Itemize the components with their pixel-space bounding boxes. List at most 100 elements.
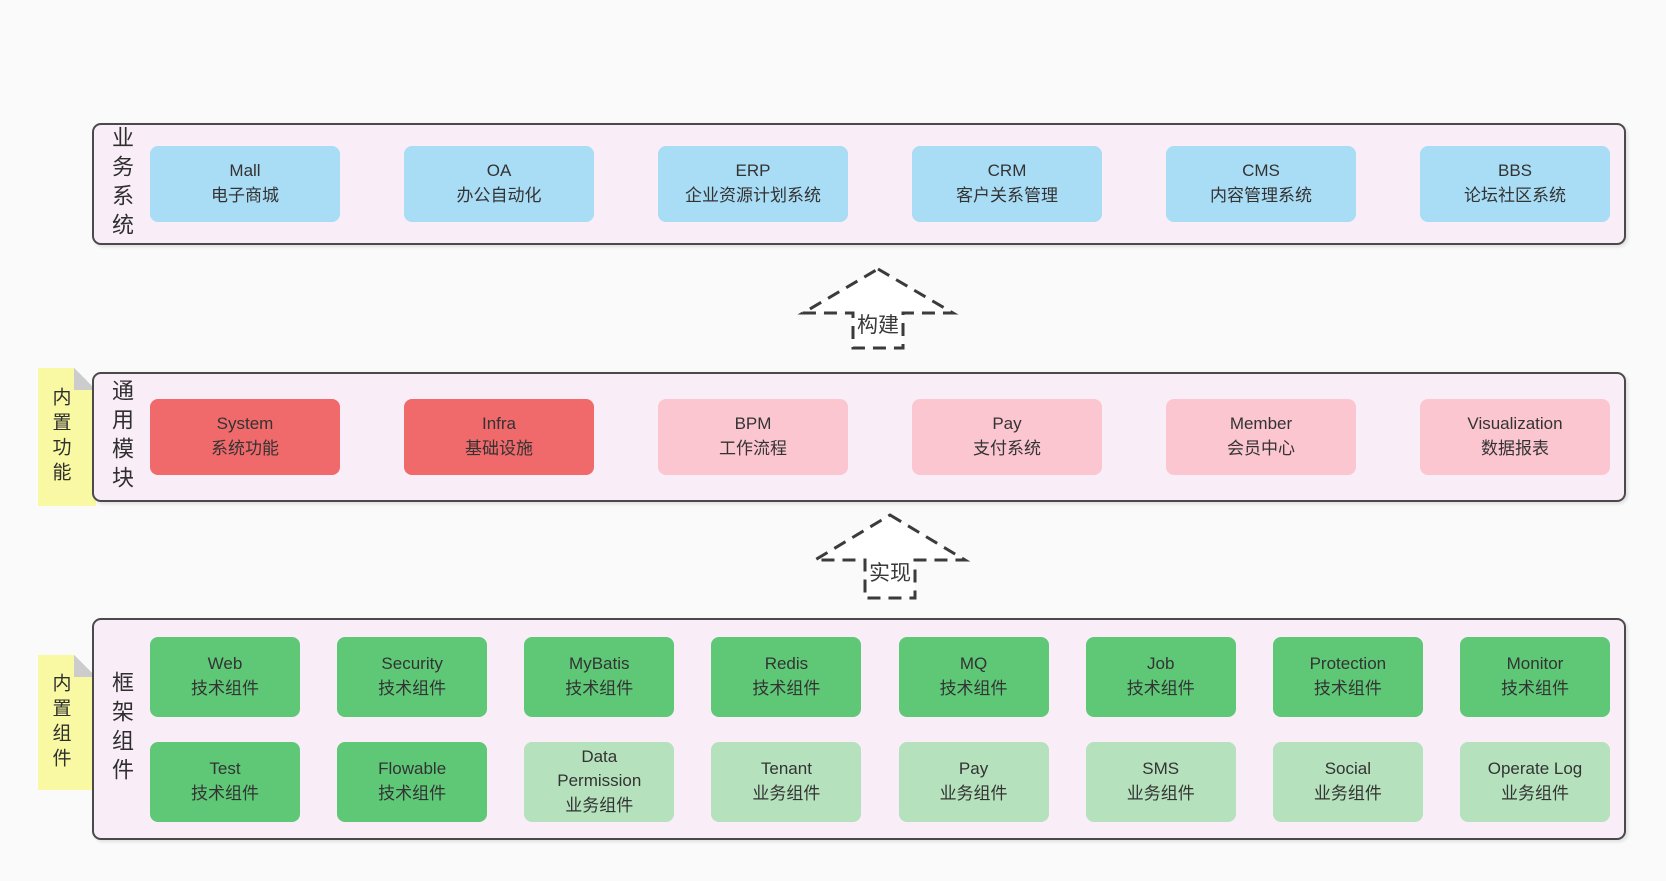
box-subtitle: 工作流程 [719, 439, 787, 458]
box-oa: OA 办公自动化 [404, 146, 594, 222]
box-title: CMS [1242, 161, 1280, 181]
box-title: Security [381, 653, 443, 673]
box-monitor: Monitor 技术组件 [1459, 636, 1610, 717]
box-sms: SMS 业务组件 [1085, 741, 1236, 822]
box-title: Redis [764, 653, 809, 673]
box-subtitle: 业务组件 [1313, 783, 1382, 803]
note-text: 内置组件 [49, 672, 71, 773]
layer-components-label: 框架组件 [109, 671, 134, 787]
box-title: Job [1146, 653, 1175, 673]
box-subtitle: 基础设施 [465, 439, 533, 458]
box-subtitle: 会员中心 [1227, 439, 1295, 458]
arrow-build: 构建 [797, 266, 959, 350]
box-subtitle: 内容管理系统 [1210, 186, 1312, 205]
box-subtitle: 客户关系管理 [956, 186, 1058, 205]
box-title: Infra [481, 414, 517, 434]
box-bpm: BPM 工作流程 [658, 399, 848, 475]
box-title: BPM [734, 414, 772, 434]
box-title: Data Permission [557, 746, 642, 791]
box-subtitle: 论坛社区系统 [1464, 186, 1566, 205]
box-subtitle: 企业资源计划系统 [685, 186, 821, 205]
module-boxes: System 系统功能 Infra 基础设施 BPM 工作流程 Pay 支付系统… [150, 374, 1610, 500]
layer-business-systems: 业务系统 Mall 电子商城 OA 办公自动化 ERP 企业资源计划系统 CRM… [92, 123, 1626, 245]
box-bbs: BBS 论坛社区系统 [1420, 146, 1610, 222]
box-title: Visualization [1467, 414, 1563, 434]
component-row-2: Test 技术组件 Flowable 技术组件 Data Permission … [150, 741, 1610, 822]
layer-framework-components: 框架组件 Web 技术组件 Security 技术组件 MyBatis 技术组件… [92, 618, 1626, 840]
box-subtitle: 技术组件 [378, 678, 447, 698]
box-subtitle: 系统功能 [211, 439, 279, 458]
box-title: OA [486, 161, 512, 181]
box-job: Job 技术组件 [1085, 636, 1236, 717]
component-row-1: Web 技术组件 Security 技术组件 MyBatis 技术组件 Redi… [150, 636, 1610, 717]
box-subtitle: 技术组件 [939, 678, 1008, 698]
box-security: Security 技术组件 [337, 636, 488, 717]
box-infra: Infra 基础设施 [404, 399, 594, 475]
box-title: MyBatis [569, 653, 630, 673]
box-flowable: Flowable 技术组件 [337, 741, 488, 822]
box-protection: Protection 技术组件 [1272, 636, 1423, 717]
box-subtitle: 业务组件 [1126, 783, 1195, 803]
box-title: Mall [229, 161, 261, 181]
box-redis: Redis 技术组件 [711, 636, 862, 717]
box-title: Pay [992, 414, 1022, 434]
box-tenant: Tenant 业务组件 [711, 741, 862, 822]
box-subtitle: 电子商城 [211, 186, 279, 205]
box-subtitle: 技术组件 [191, 783, 259, 803]
box-subtitle: 技术组件 [1500, 678, 1569, 698]
box-web: Web 技术组件 [150, 636, 300, 717]
component-rows: Web 技术组件 Security 技术组件 MyBatis 技术组件 Redi… [150, 620, 1610, 838]
box-subtitle: 技术组件 [1126, 678, 1195, 698]
arrow-up-shape [809, 513, 971, 600]
box-mq: MQ 技术组件 [898, 636, 1049, 717]
box-test: Test 技术组件 [150, 741, 300, 822]
arrow-label: 实现 [869, 562, 911, 585]
box-subtitle: 技术组件 [378, 783, 447, 803]
box-title: SMS [1142, 758, 1180, 778]
box-operate-log: Operate Log 业务组件 [1459, 741, 1610, 822]
box-mall: Mall 电子商城 [150, 146, 340, 222]
box-social: Social 业务组件 [1272, 741, 1423, 822]
box-title: Tenant [760, 758, 812, 778]
box-subtitle: 办公自动化 [456, 186, 542, 205]
box-subtitle: 业务组件 [939, 783, 1008, 803]
box-title: Social [1324, 758, 1371, 778]
box-member: Member 会员中心 [1166, 399, 1356, 475]
box-pay-component: Pay 业务组件 [898, 741, 1049, 822]
box-subtitle: 技术组件 [1313, 678, 1382, 698]
box-title: Flowable [378, 758, 447, 778]
box-crm: CRM 客户关系管理 [912, 146, 1102, 222]
box-title: Member [1229, 414, 1293, 434]
box-title: Pay [958, 758, 989, 778]
box-system: System 系统功能 [150, 399, 340, 475]
arrow-up-shape [797, 267, 959, 350]
box-subtitle: 业务组件 [1500, 783, 1569, 803]
note-built-in-components: 内置组件 [38, 655, 96, 790]
box-title: MQ [959, 653, 988, 673]
box-title: Monitor [1506, 653, 1564, 673]
note-built-in-features: 内置功能 [38, 368, 96, 506]
box-subtitle: 数据报表 [1481, 439, 1549, 458]
arrow-label: 构建 [857, 314, 899, 337]
box-erp: ERP 企业资源计划系统 [658, 146, 848, 222]
box-title: ERP [735, 161, 771, 181]
box-title: Test [209, 758, 241, 778]
note-text: 内置功能 [49, 387, 71, 487]
box-subtitle: 支付系统 [973, 439, 1041, 458]
business-boxes: Mall 电子商城 OA 办公自动化 ERP 企业资源计划系统 CRM 客户关系… [150, 125, 1610, 243]
layer-business-label: 业务系统 [109, 126, 134, 242]
box-subtitle: 技术组件 [191, 678, 259, 698]
box-title: Web [207, 653, 243, 673]
box-title: Protection [1309, 653, 1387, 673]
box-title: Operate Log [1487, 758, 1583, 778]
box-cms: CMS 内容管理系统 [1166, 146, 1356, 222]
arrow-implement: 实现 [809, 512, 971, 600]
box-subtitle: 技术组件 [752, 678, 821, 698]
layer-modules-label: 通用模块 [109, 379, 134, 495]
box-data-permission: Data Permission 业务组件 [524, 741, 675, 822]
box-subtitle: 技术组件 [565, 678, 634, 698]
box-pay-system: Pay 支付系统 [912, 399, 1102, 475]
layer-common-modules: 通用模块 System 系统功能 Infra 基础设施 BPM 工作流程 Pay… [92, 372, 1626, 502]
box-title: System [216, 414, 274, 434]
box-title: BBS [1497, 161, 1533, 181]
